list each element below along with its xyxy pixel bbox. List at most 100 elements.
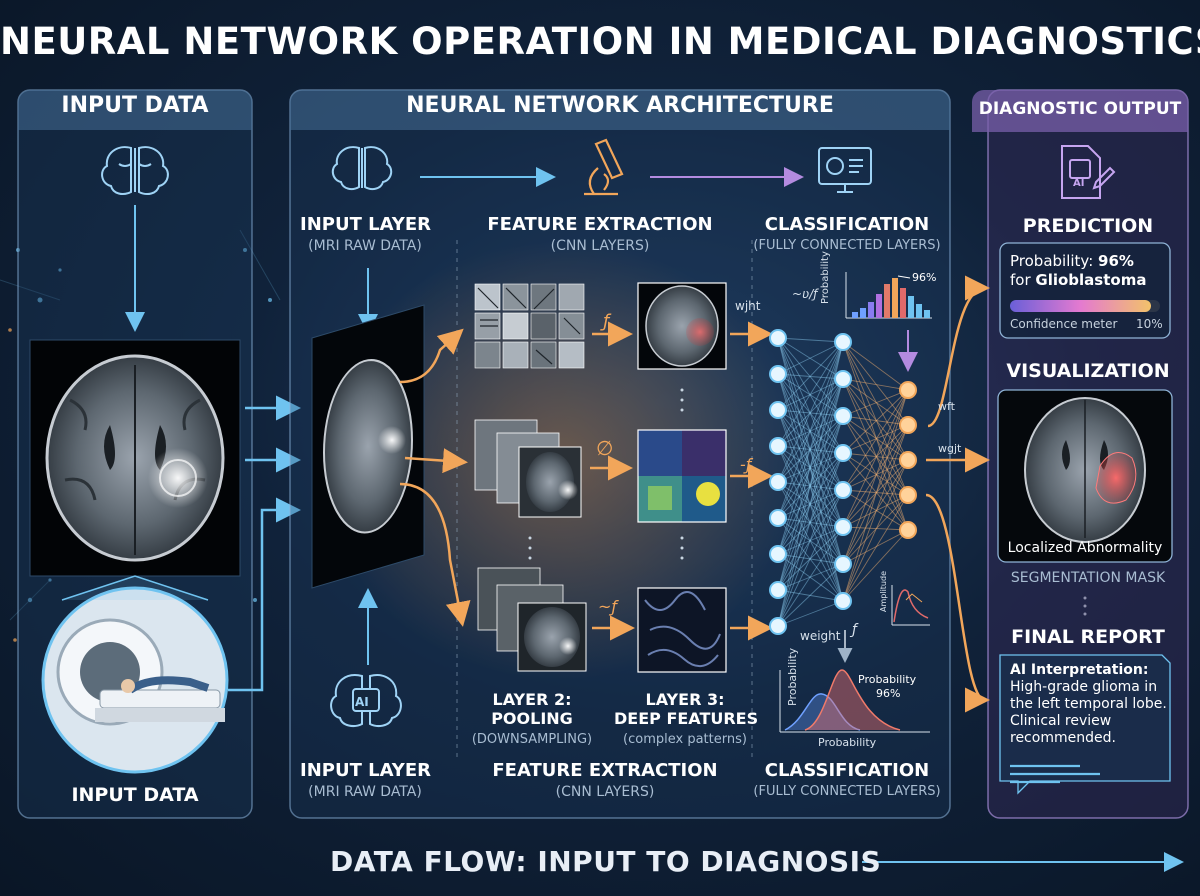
fc-connection (777, 337, 844, 565)
filter-kernels-grid (474, 283, 585, 369)
fc-connection (777, 337, 844, 343)
fc-connection (842, 529, 909, 602)
weight-label-row1: wjht (735, 299, 761, 313)
monitor-icon (818, 147, 872, 193)
fc-connection (842, 341, 909, 461)
fc-connection (842, 341, 909, 531)
segmentation-brain (1024, 397, 1146, 543)
fc-connection (842, 489, 909, 531)
input-panel-header-bg (18, 90, 252, 130)
hist-bar (900, 288, 906, 318)
fc-connection (842, 415, 909, 496)
arrow-slice-to-row1 (399, 328, 464, 384)
label-classification-bottom-sub: (FULLY CONNECTED LAYERS) (753, 784, 941, 799)
hist-bar (876, 294, 882, 318)
fc-connection (842, 526, 909, 531)
page-title: NEURAL NETWORK OPERATION IN MEDICAL DIAG… (0, 20, 1200, 63)
report-title: FINAL REPORT (1011, 626, 1165, 648)
fc-connection (777, 373, 844, 602)
fc-connection (777, 341, 844, 627)
fc-connection (777, 489, 844, 627)
pooling-stack-row2 (474, 419, 582, 518)
fc-connection (777, 526, 844, 555)
confidence-meter-fill (1010, 300, 1151, 312)
fc-connection (777, 481, 844, 602)
arrow-slice-to-row2 (404, 448, 468, 474)
fc-connection (777, 337, 844, 528)
fc-connection (777, 373, 844, 491)
mri-brain-graphic (45, 354, 225, 562)
layer2-line1: LAYER 2: (492, 690, 572, 709)
fc-node-input (769, 617, 787, 635)
fc-connection (777, 481, 844, 528)
prob-value: 96% (1098, 252, 1134, 270)
background-network-decoration (0, 229, 281, 642)
fc-connection (777, 452, 844, 627)
hist-bar (892, 278, 898, 318)
fc-connection (777, 409, 844, 528)
layer3-line2: DEEP FEATURES (614, 709, 759, 728)
fc-node-output (899, 451, 917, 469)
label-input-layer-top-sub: (MRI RAW DATA) (308, 238, 422, 254)
fc-connection (777, 481, 844, 565)
fc-connection (777, 553, 844, 565)
fc-connection (777, 445, 844, 565)
fc-node-input (769, 509, 787, 527)
fc-connection (777, 452, 844, 555)
fc-connection (842, 415, 909, 461)
fc-connection (777, 489, 844, 519)
fc-connection (777, 409, 844, 417)
fc-connection (777, 415, 844, 555)
ai-document-icon (1061, 145, 1116, 199)
hist-axis-label: Probability (820, 251, 831, 304)
output-wft-label: wft (938, 400, 956, 413)
hist-bar (868, 302, 874, 318)
fc-connection (842, 452, 909, 461)
nn-panel-header: NEURAL NETWORK ARCHITECTURE (406, 93, 834, 118)
fc-connection (777, 563, 844, 591)
fc-connection (777, 409, 844, 454)
fc-connection (777, 563, 844, 627)
fc-node-input (769, 437, 787, 455)
fc-node-hidden (834, 407, 852, 425)
f-label-bottom: ƒ (849, 622, 859, 638)
dist-peak-label: Probability (858, 673, 917, 686)
fc-connection (777, 409, 844, 602)
fc-connection (842, 489, 909, 496)
hist-bar (884, 284, 890, 318)
fc-connection (777, 445, 844, 528)
hist-bar (860, 308, 866, 318)
arrow-slice-to-row3 (399, 482, 471, 627)
output-panel-header: DIAGNOSTIC OUTPUT (978, 99, 1182, 119)
fc-connection (777, 341, 844, 447)
fc-connection (842, 389, 909, 417)
fc-connection (777, 489, 844, 555)
fc-connection (777, 415, 844, 447)
hist-percent-label: 96% (912, 271, 936, 284)
fc-connection (842, 378, 909, 496)
fc-connection (842, 389, 909, 454)
fc-connection (777, 415, 844, 483)
report-line: recommended. (1010, 730, 1116, 746)
f-label-row3: ~ƒ (598, 597, 619, 616)
fully-connected-network (769, 329, 917, 635)
fc-connection (842, 341, 909, 496)
fc-node-hidden (834, 444, 852, 462)
for-label: for (1010, 271, 1036, 289)
probability-histogram: Probability 96% (820, 251, 936, 319)
fc-connection (777, 517, 844, 565)
hist-bar (916, 304, 922, 318)
fc-connection (777, 373, 844, 417)
empty-set-label: ∅ (596, 436, 613, 460)
fc-connection (777, 373, 844, 380)
fc-node-hidden (834, 481, 852, 499)
fc-node-hidden (834, 518, 852, 536)
fc-connection (777, 445, 844, 491)
fc-connection (777, 526, 844, 591)
arrow-to-report (925, 493, 990, 713)
fc-connection (842, 378, 909, 461)
label-input-layer-bottom-sub: (MRI RAW DATA) (308, 784, 422, 800)
arrow-to-prediction (927, 275, 990, 428)
